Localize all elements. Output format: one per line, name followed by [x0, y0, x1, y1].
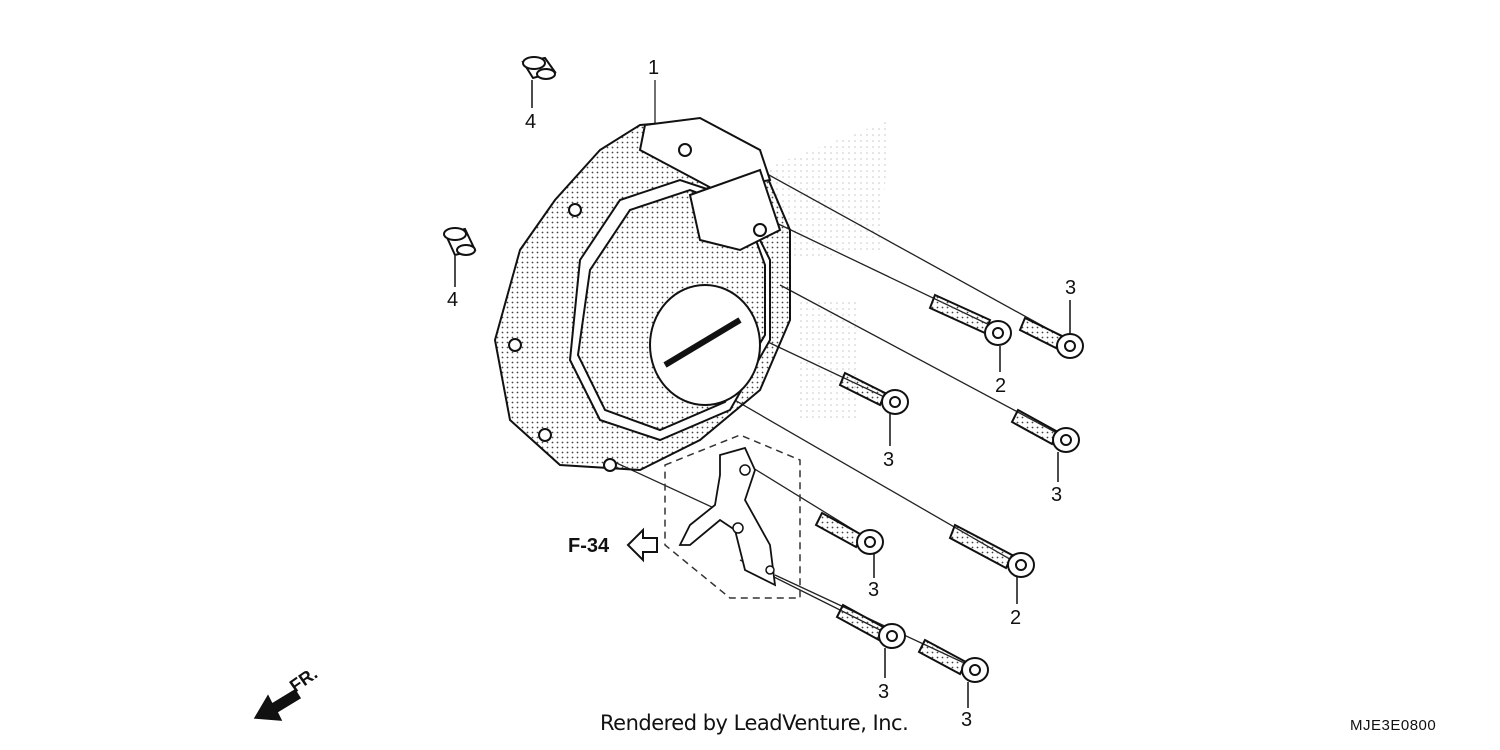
callout-bolt-short-d: 3: [868, 579, 880, 601]
bolt-long-b: [948, 523, 1035, 604]
callout-dowel-a: 4: [525, 111, 537, 133]
generator-cover: [493, 116, 791, 472]
bolt-short-e: [835, 603, 906, 678]
reference-arrow: [626, 527, 658, 563]
front-arrow-icon: [253, 688, 302, 721]
callout-cover: 1: [648, 57, 660, 79]
bolt-long-a: [928, 293, 1012, 372]
callout-bolt-short-b: 3: [883, 449, 895, 471]
callout-bolt-short-a: 3: [1065, 277, 1077, 299]
callout-bolt-long-a: 2: [995, 375, 1007, 397]
callout-bolt-short-e: 3: [878, 681, 890, 703]
dowel-pin-b: [443, 227, 477, 287]
diagram-code: MJE3E0800: [1350, 717, 1437, 734]
watermark-logo: [760, 120, 890, 420]
callout-dowel-b: 4: [447, 289, 459, 311]
bolt-short-b: [838, 371, 909, 446]
bolt-short-d: [814, 511, 884, 578]
dowel-pin-a: [521, 56, 557, 108]
bolt-short-f: [917, 638, 989, 708]
bracket-assembly: [664, 434, 801, 599]
render-credit: Rendered by LeadVenture, Inc.: [600, 711, 909, 735]
bolt-short-c: [1010, 408, 1080, 482]
reference-label: F-34: [568, 535, 610, 557]
callout-bolt-short-c: 3: [1051, 484, 1063, 506]
bolt-short-a: [1018, 300, 1084, 359]
callout-bolt-short-f: 3: [961, 709, 973, 731]
callout-bolt-long-b: 2: [1010, 607, 1022, 629]
